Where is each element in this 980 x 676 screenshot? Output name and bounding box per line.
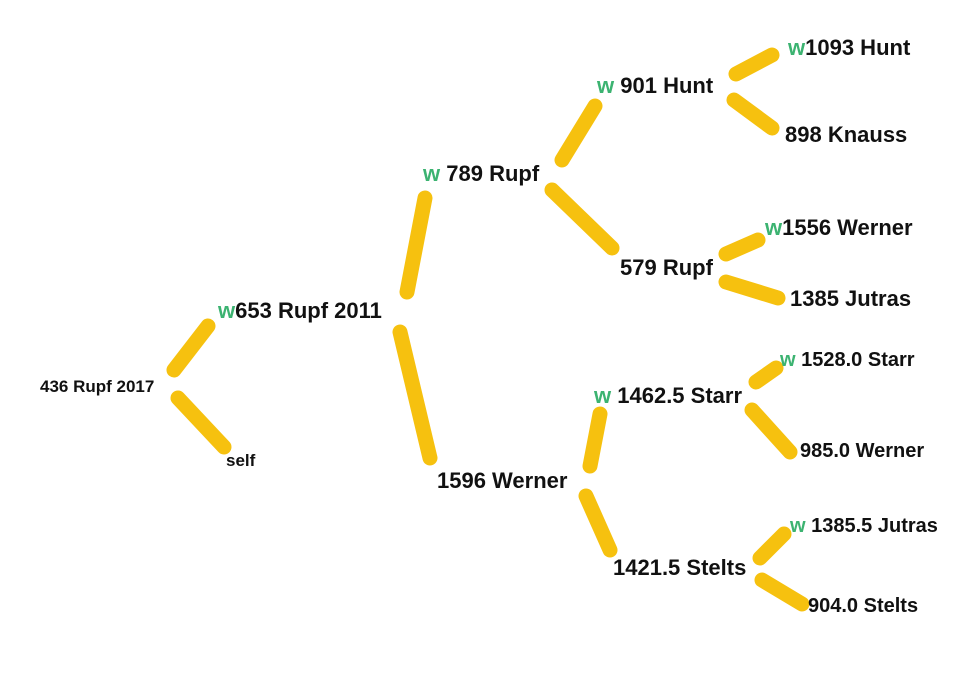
node-1556-werner: w1556 Werner [765,217,913,239]
node-label: 1385.5 Jutras [811,515,938,537]
node-901-hunt: w 901 Hunt [597,75,713,97]
connector-789-901 [554,98,603,168]
winner-mark: w [790,515,806,537]
connector-789-579 [544,182,620,256]
connector-653-1596 [392,324,438,466]
connector-1421-13855 [752,526,792,566]
node-label: 901 Hunt [620,73,714,98]
node-label: 1462.5 Starr [617,383,743,408]
node-1596-werner: 1596 Werner [437,470,567,492]
node-label: 436 Rupf 2017 [40,377,155,396]
connector-579-1385 [718,274,786,306]
winner-mark: w [594,383,612,408]
connector-436-self [170,390,232,455]
node-label: 1556 Werner [782,215,913,240]
node-label: 1421.5 Stelts [613,555,747,580]
connector-1421-904 [754,572,810,612]
node-985-0-werner: 985.0 Werner [800,441,924,461]
winner-mark: w [597,73,615,98]
node-1462-5-starr: w 1462.5 Starr [594,385,742,407]
node-label: 1093 Hunt [805,35,911,60]
connector-1462-985 [744,402,798,460]
node-label: 789 Rupf [446,161,540,186]
connector-1462-1528 [748,360,784,390]
node-436-rupf-2017: 436 Rupf 2017 [40,378,154,395]
node-579-rupf: 579 Rupf [620,257,713,279]
winner-mark: w [780,349,796,371]
connector-1596-1462 [582,406,608,474]
node-label: 579 Rupf [620,255,713,280]
connector-653-789 [399,190,433,300]
winner-mark: w [765,215,783,240]
node-653-rupf-2011: w653 Rupf 2011 [218,300,382,322]
node-898-knauss: 898 Knauss [785,124,907,146]
node-label: 1528.0 Starr [801,349,915,371]
node-1421-5-stelts: 1421.5 Stelts [613,557,746,579]
node-1093-hunt: w1093 Hunt [788,37,910,59]
connector-436-653 [166,318,216,378]
winner-mark: w [788,35,806,60]
node-1385-jutras: 1385 Jutras [790,288,911,310]
node-label: 1385 Jutras [790,286,912,311]
node-label: 898 Knauss [785,122,908,147]
winner-mark: w [218,298,236,323]
node-789-rupf: w 789 Rupf [423,163,539,185]
node-label: 653 Rupf 2011 [235,298,382,323]
connector-579-1556 [718,232,766,262]
connector-1596-1421 [578,488,618,558]
node-label: 904.0 Stelts [808,595,919,617]
node-self: self [226,452,255,469]
node-label: 985.0 Werner [800,440,925,462]
connector-901-898 [726,92,780,136]
node-label: self [226,451,256,470]
node-1385-5-jutras: w 1385.5 Jutras [790,516,938,536]
node-904-0-stelts: 904.0 Stelts [808,596,918,616]
node-label: 1596 Werner [437,468,568,493]
node-1528-0-starr: w 1528.0 Starr [780,350,915,370]
winner-mark: w [423,161,441,186]
connector-901-1093 [728,47,780,82]
